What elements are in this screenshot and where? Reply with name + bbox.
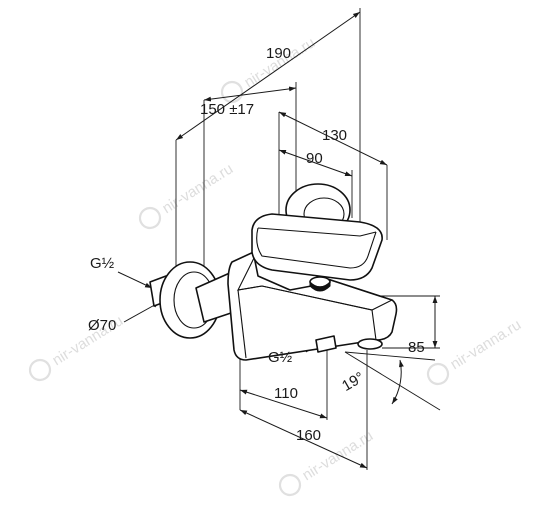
lever-top-face: [257, 227, 377, 237]
dim-line-150: [203, 86, 297, 102]
watermark-mid: nir-vanna.ru: [138, 160, 236, 230]
dim-arc-angle: [391, 359, 404, 405]
dim-line-90: [278, 149, 353, 177]
dim-line-130: [278, 111, 388, 166]
lever-handle: [251, 213, 383, 281]
dim-label-angle: 19°: [339, 369, 367, 395]
dim-label-150: 150 ±17: [200, 101, 254, 118]
watermark-text-right: nir-vanna.ru: [447, 316, 524, 373]
dimension-lines: [117, 11, 438, 469]
spout-aerator: [357, 338, 383, 350]
watermark-bottom: nir-vanna.ru: [278, 427, 376, 497]
dim-label-160: 160: [296, 427, 321, 444]
diverter-knob-shadow: [309, 280, 331, 292]
leader-g-wall: [117, 271, 153, 289]
faucet-drawing: [149, 183, 398, 361]
dim-line-190: [175, 11, 361, 141]
dim-label-190: 190: [266, 45, 291, 62]
watermark-logo-icon: [28, 358, 52, 382]
lever-front-face: [256, 227, 377, 269]
label-thread-wall: G½: [90, 255, 115, 272]
dim-label-110: 110: [274, 385, 298, 402]
label-thread-outlet: G½: [268, 349, 293, 366]
dim-line-160: [239, 409, 368, 469]
watermark-top: nir-vanna.ru: [220, 34, 318, 104]
watermark-right: nir-vanna.ru: [426, 316, 524, 386]
watermark-logo-icon: [278, 473, 302, 497]
label-diameter: Ø70: [88, 317, 116, 334]
watermark-text-mid: nir-vanna.ru: [159, 160, 236, 217]
dim-label-85: 85: [408, 339, 425, 356]
watermark-logo-icon: [138, 206, 162, 230]
dim-label-130: 130: [322, 127, 347, 144]
dim-label-90: 90: [306, 150, 323, 167]
outlet-thread: [315, 335, 337, 353]
watermark-text-top: nir-vanna.ru: [241, 34, 318, 91]
body-front-face: [237, 285, 377, 341]
watermark-logo-icon: [426, 362, 450, 386]
body-edge: [237, 289, 247, 359]
